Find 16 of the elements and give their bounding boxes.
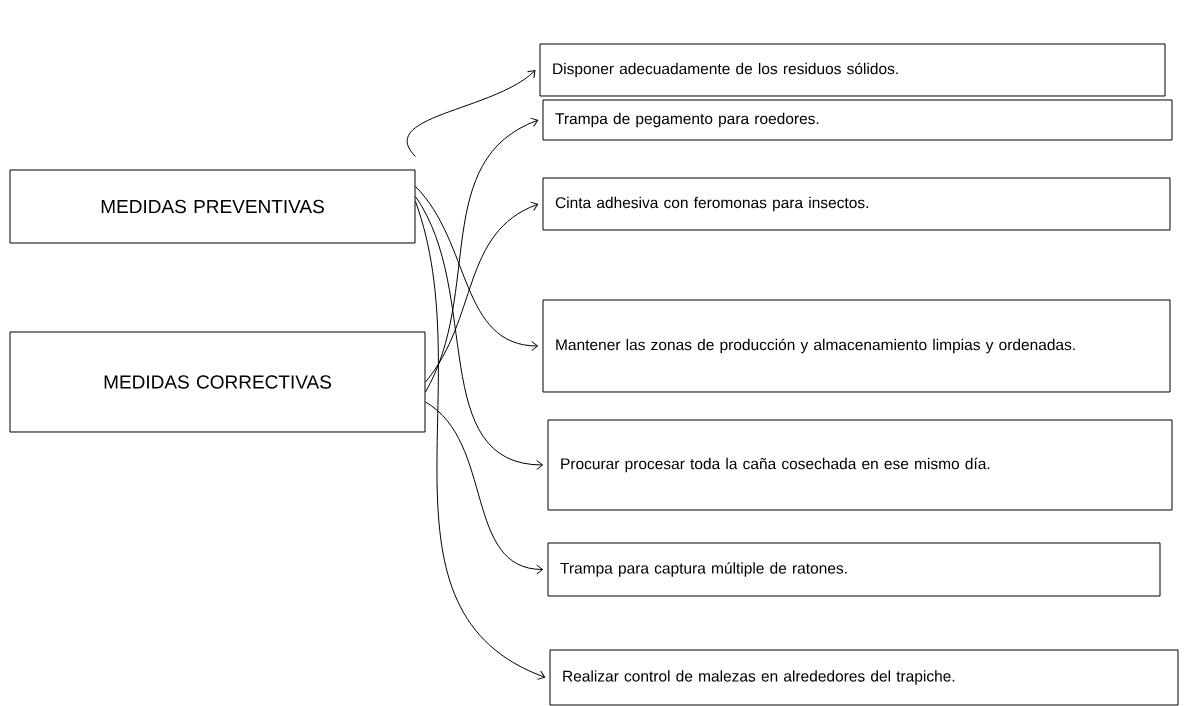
measure-box: Procurar procesar toda la caña cosechada en ese mismo día. [547,419,1173,511]
arrow [415,201,546,680]
category-box: MEDIDAS CORRECTIVAS [9,331,426,433]
arrow [415,196,544,470]
measure-box: Disponer adecuadamente de los residuos sólidos. [539,43,1166,97]
measure-box: Trampa para captura múltiple de ratones. [547,542,1161,597]
measure-box: Cinta adhesiva con feromonas para insectos. [542,177,1171,231]
arrow [425,117,539,393]
arrow [425,201,539,383]
arrow [425,401,544,575]
arrow [415,186,539,351]
measure-box: Mantener las zonas de producción y almacenamiento limpias y ordenadas. [542,299,1171,393]
measure-box: Realizar control de malezas en alrededores del trapiche. [549,649,1179,706]
measure-box: Trampa de pegamento para roedores. [542,99,1173,141]
arrow [406,70,536,157]
category-box: MEDIDAS PREVENTIVAS [9,169,416,244]
